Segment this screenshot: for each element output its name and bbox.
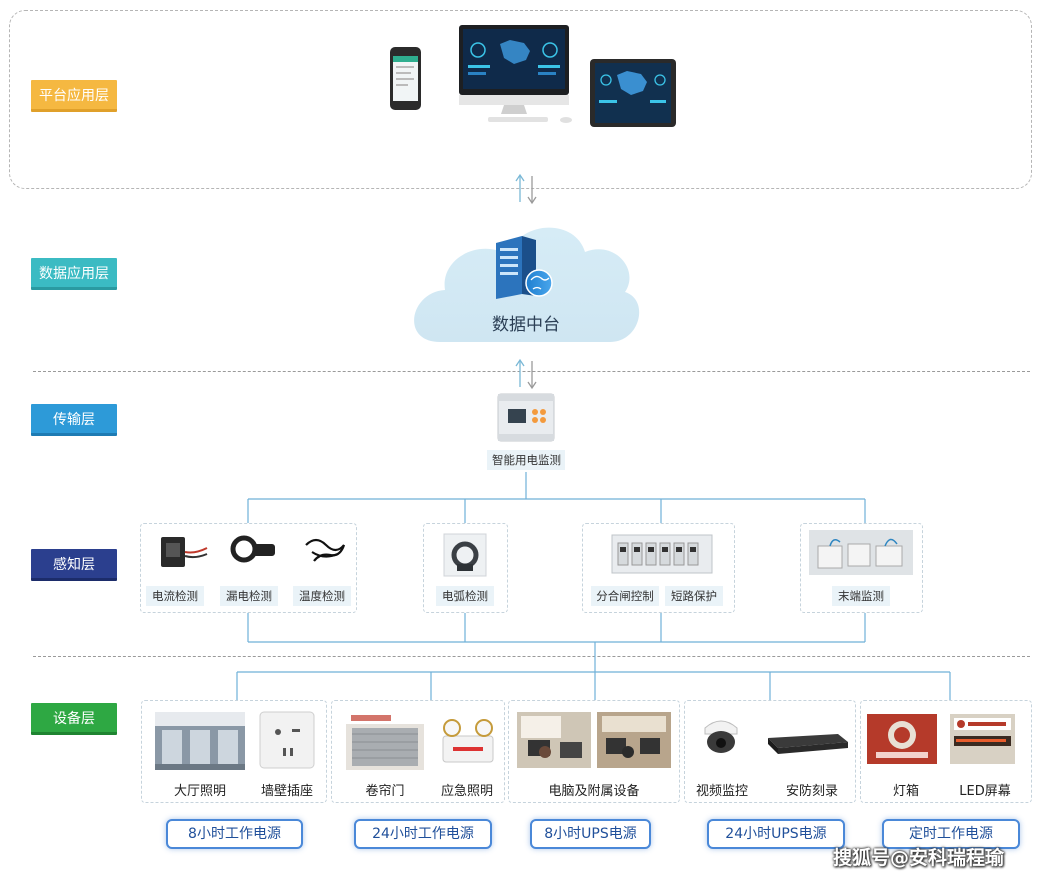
temperature-detection-label: 温度检测 xyxy=(293,586,351,606)
tablet-icon xyxy=(590,59,676,127)
current-sensor-icon xyxy=(161,537,208,567)
short-circuit-label: 短路保护 xyxy=(665,586,723,606)
arrow-down-platform xyxy=(527,176,537,205)
layer-tag-sense: 感知层 xyxy=(31,549,117,581)
current-detection-label: 电流检测 xyxy=(146,586,204,606)
shutter-door-label: 卷帘门 xyxy=(365,784,405,799)
leakage-sensor-icon xyxy=(230,535,275,563)
smart-monitor-device-icon xyxy=(497,393,555,442)
led-screen-image xyxy=(950,714,1015,764)
watermark-text: 搜狐号@安科瑞程瑜 xyxy=(833,847,1005,869)
led-screen-label: LED屏幕 xyxy=(959,784,1011,799)
device-group-box xyxy=(684,700,856,803)
sensor-group-box xyxy=(800,523,923,613)
layer-tag-data: 数据应用层 xyxy=(31,258,117,290)
wall-socket-image xyxy=(259,711,315,769)
shutter-door-image xyxy=(346,712,424,770)
smart-monitor-label: 智能用电监测 xyxy=(487,450,565,470)
layer-tag-platform: 平台应用层 xyxy=(31,80,117,112)
device-group-box xyxy=(141,700,327,803)
arrow-up-platform xyxy=(515,173,525,202)
hall-lighting-label: 大厅照明 xyxy=(173,784,226,799)
light-box-label: 灯箱 xyxy=(892,784,919,799)
power-8h-work-button[interactable]: 8小时工作电源 xyxy=(166,819,303,849)
connector-lines-sense xyxy=(236,472,951,700)
security-recording-label: 安防刻录 xyxy=(785,784,838,799)
computer-image-1 xyxy=(517,712,591,768)
power-8h-ups-button[interactable]: 8小时UPS电源 xyxy=(530,819,651,849)
computers-label: 电脑及附属设备 xyxy=(548,784,640,799)
arrow-up-transport xyxy=(515,358,525,387)
sensor-group-box xyxy=(423,523,508,613)
phone-icon xyxy=(390,47,421,110)
sensor-group-box xyxy=(140,523,357,613)
device-group-box xyxy=(508,700,680,803)
emergency-light-image xyxy=(442,719,494,763)
switch-control-label: 分合闸控制 xyxy=(591,586,659,606)
arrow-down-transport xyxy=(527,361,537,390)
arc-detection-label: 电弧检测 xyxy=(436,586,494,606)
light-box-image xyxy=(867,714,937,764)
emergency-lighting-label: 应急照明 xyxy=(440,784,493,799)
dome-camera-image xyxy=(704,720,738,753)
terminal-monitor-label: 末端监测 xyxy=(832,586,890,606)
desktop-monitor-icon xyxy=(459,25,572,123)
device-group-box xyxy=(860,700,1032,803)
breaker-icon xyxy=(611,534,713,574)
data-platform-label: 数据中台 xyxy=(492,315,560,335)
device-group-box xyxy=(331,700,505,803)
arc-sensor-icon xyxy=(443,533,487,577)
server-icon xyxy=(496,236,553,299)
video-monitoring-label: 视频监控 xyxy=(695,784,748,799)
power-24h-work-button[interactable]: 24小时工作电源 xyxy=(354,819,492,849)
power-24h-ups-button[interactable]: 24小时UPS电源 xyxy=(707,819,845,849)
temperature-sensor-icon xyxy=(305,538,346,562)
leakage-detection-label: 漏电检测 xyxy=(220,586,278,606)
recorder-image xyxy=(768,734,848,754)
layer-tag-transport: 传输层 xyxy=(31,404,117,436)
layer-tag-device: 设备层 xyxy=(31,703,117,735)
wall-socket-label: 墙壁插座 xyxy=(260,784,313,799)
power-timed-button[interactable]: 定时工作电源 xyxy=(882,819,1020,849)
terminal-monitor-icon xyxy=(809,530,913,575)
computer-image-2 xyxy=(597,712,671,768)
divider-line xyxy=(33,656,1030,657)
hall-lighting-image xyxy=(155,712,245,770)
sensor-group-box xyxy=(582,523,735,613)
